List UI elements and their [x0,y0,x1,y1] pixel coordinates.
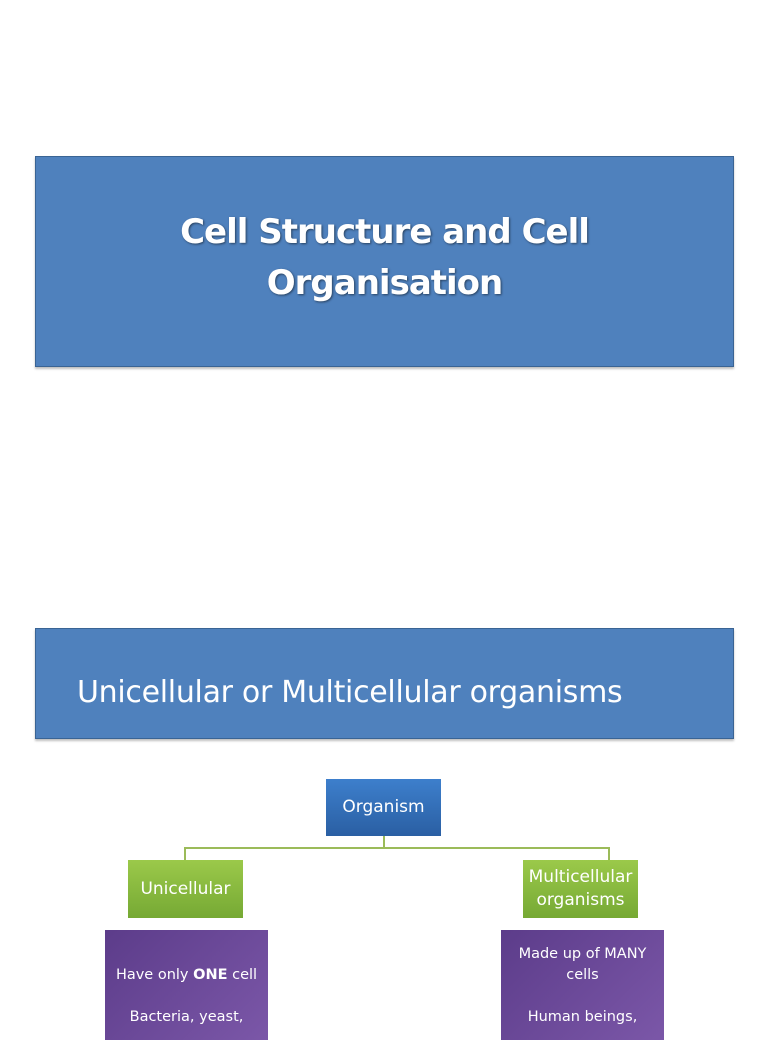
connector [184,847,186,860]
desc-suffix: cell [227,967,258,983]
section-title-box: Unicellular or Multicellular organisms [35,628,734,739]
desc-prefix: Have only [115,967,194,983]
unicellular-node: Unicellular [128,860,243,918]
slide-title: Cell Structure and Cell Organisation [36,207,733,309]
unicellular-description: Have only ONE cell Bacteria, yeast, [105,930,268,1040]
unicellular-examples: Bacteria, yeast, [129,1009,244,1025]
title-slide-box: Cell Structure and Cell Organisation [35,156,734,367]
connector [608,847,610,860]
organism-label: Organism [342,797,425,817]
unicellular-label: Unicellular [140,878,231,899]
connector [383,836,385,849]
multicellular-node: Multicellular organisms [523,860,638,918]
multicellular-label-2: organisms [536,890,625,910]
multicellular-label-1: Multicellular [528,867,633,887]
multicellular-desc-1: Made up of MANY [518,946,647,962]
section-title: Unicellular or Multicellular organisms [77,675,623,710]
organism-node: Organism [326,779,441,836]
multicellular-desc-2: cells [566,967,599,983]
desc-bold: ONE [193,967,228,983]
multicellular-examples: Human beings, [527,1009,638,1025]
unicellular-desc-text: Have only ONE cell [105,965,268,986]
title-line-2: Organisation [266,263,503,303]
multicellular-description: Made up of MANY cells Human beings, [501,930,664,1040]
connector [184,847,610,849]
title-line-1: Cell Structure and Cell [180,212,590,252]
